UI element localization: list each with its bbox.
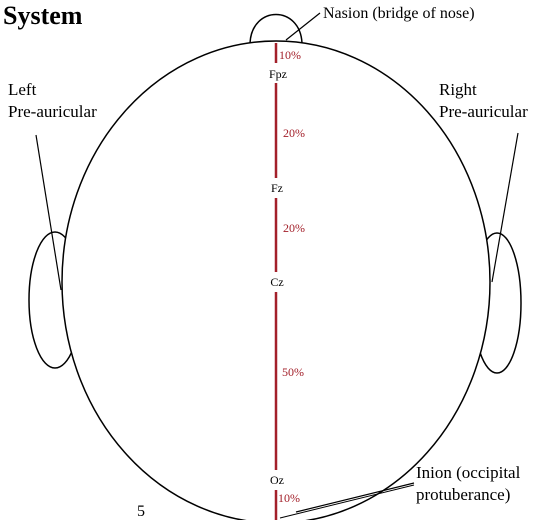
segment-nasion-fpz-percent: 10% xyxy=(279,48,301,62)
nasion-label: Nasion (bridge of nose) xyxy=(323,5,475,22)
right-preauricular-label-line2: Pre-auricular xyxy=(439,102,528,121)
page-title: System xyxy=(3,1,83,30)
electrode-fz: Fz xyxy=(271,181,283,195)
segment-oz-inion-percent: 10% xyxy=(278,491,300,505)
segment-cz-oz-percent: 50% xyxy=(282,365,304,379)
electrode-fpz: Fpz xyxy=(269,67,287,81)
nasion-pointer-line xyxy=(285,12,321,41)
nose-outline xyxy=(249,13,303,44)
right-preauricular-pointer-line xyxy=(491,132,519,283)
left-preauricular-label-line2: Pre-auricular xyxy=(8,102,97,121)
electrode-oz: Oz xyxy=(270,473,284,487)
left-preauricular-label-line1: Left xyxy=(8,80,37,99)
segment-fz-cz-percent: 20% xyxy=(283,221,305,235)
right-preauricular-label-line1: Right xyxy=(439,80,477,99)
page-number: 5 xyxy=(137,503,145,520)
inion-pointer-line xyxy=(295,482,415,513)
left-preauricular-pointer-line xyxy=(35,134,62,291)
segment-fpz-fz-percent: 20% xyxy=(283,126,305,140)
inion-label-line1: Inion (occipital xyxy=(416,463,521,482)
inion-label-line2: protuberance) xyxy=(416,485,510,504)
electrode-cz: Cz xyxy=(270,275,283,289)
